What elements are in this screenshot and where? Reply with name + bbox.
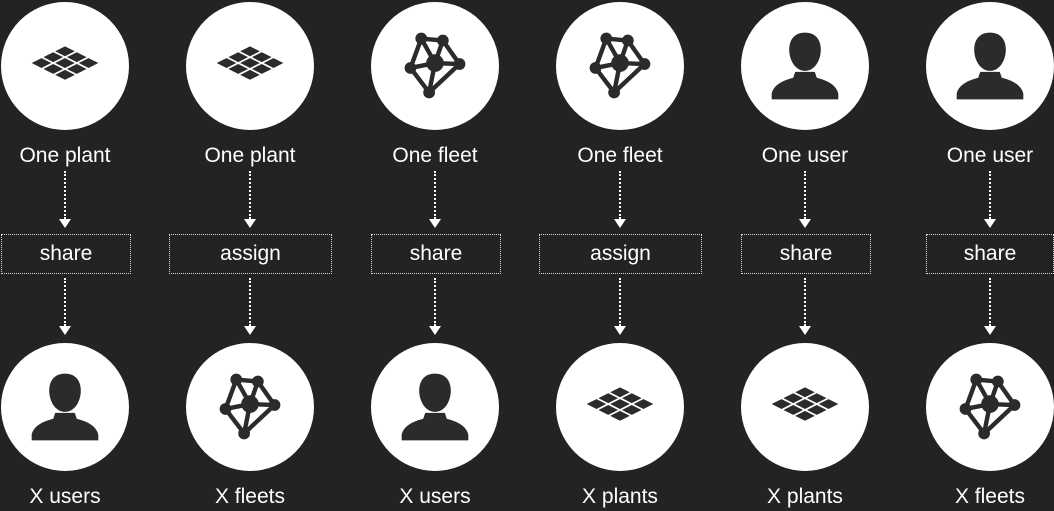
fleet-icon [556, 2, 684, 130]
source-label: One user [946, 144, 1034, 167]
plant-icon [1, 2, 129, 130]
target-label: X users [29, 485, 101, 508]
plant-icon [186, 2, 314, 130]
action-label: share [963, 242, 1017, 265]
source-label: One user [761, 144, 849, 167]
target-label: X fleets [954, 485, 1026, 508]
arrow-down-icon [984, 171, 996, 228]
arrow-down-icon [984, 278, 996, 335]
arrow-down-icon [59, 278, 71, 335]
user-icon [371, 343, 499, 471]
arrow-down-icon [244, 171, 256, 228]
source-label: One fleet [577, 144, 663, 167]
fleet-icon [186, 343, 314, 471]
action-box: assign [539, 234, 702, 274]
action-box: share [1, 234, 131, 274]
target-label: X plants [582, 485, 658, 508]
source-label: One fleet [392, 144, 478, 167]
action-box: share [371, 234, 501, 274]
arrow-down-icon [429, 278, 441, 335]
action-label: share [779, 242, 833, 265]
plant-icon [741, 343, 869, 471]
source-label: One plant [19, 144, 111, 167]
action-box: assign [169, 234, 332, 274]
arrow-down-icon [59, 171, 71, 228]
user-icon [1, 343, 129, 471]
source-label: One plant [204, 144, 296, 167]
arrow-down-icon [614, 171, 626, 228]
action-label: share [409, 242, 463, 265]
target-label: X fleets [214, 485, 286, 508]
fleet-icon [926, 343, 1054, 471]
plant-icon [556, 343, 684, 471]
target-label: X users [399, 485, 471, 508]
arrow-down-icon [614, 278, 626, 335]
target-label: X plants [767, 485, 843, 508]
arrow-down-icon [799, 278, 811, 335]
action-box: share [741, 234, 871, 274]
user-icon [926, 2, 1054, 130]
action-label: assign [590, 242, 651, 265]
arrow-down-icon [244, 278, 256, 335]
action-label: assign [220, 242, 281, 265]
arrow-down-icon [429, 171, 441, 228]
user-icon [741, 2, 869, 130]
action-box: share [926, 234, 1054, 274]
fleet-icon [371, 2, 499, 130]
action-label: share [39, 242, 93, 265]
arrow-down-icon [799, 171, 811, 228]
